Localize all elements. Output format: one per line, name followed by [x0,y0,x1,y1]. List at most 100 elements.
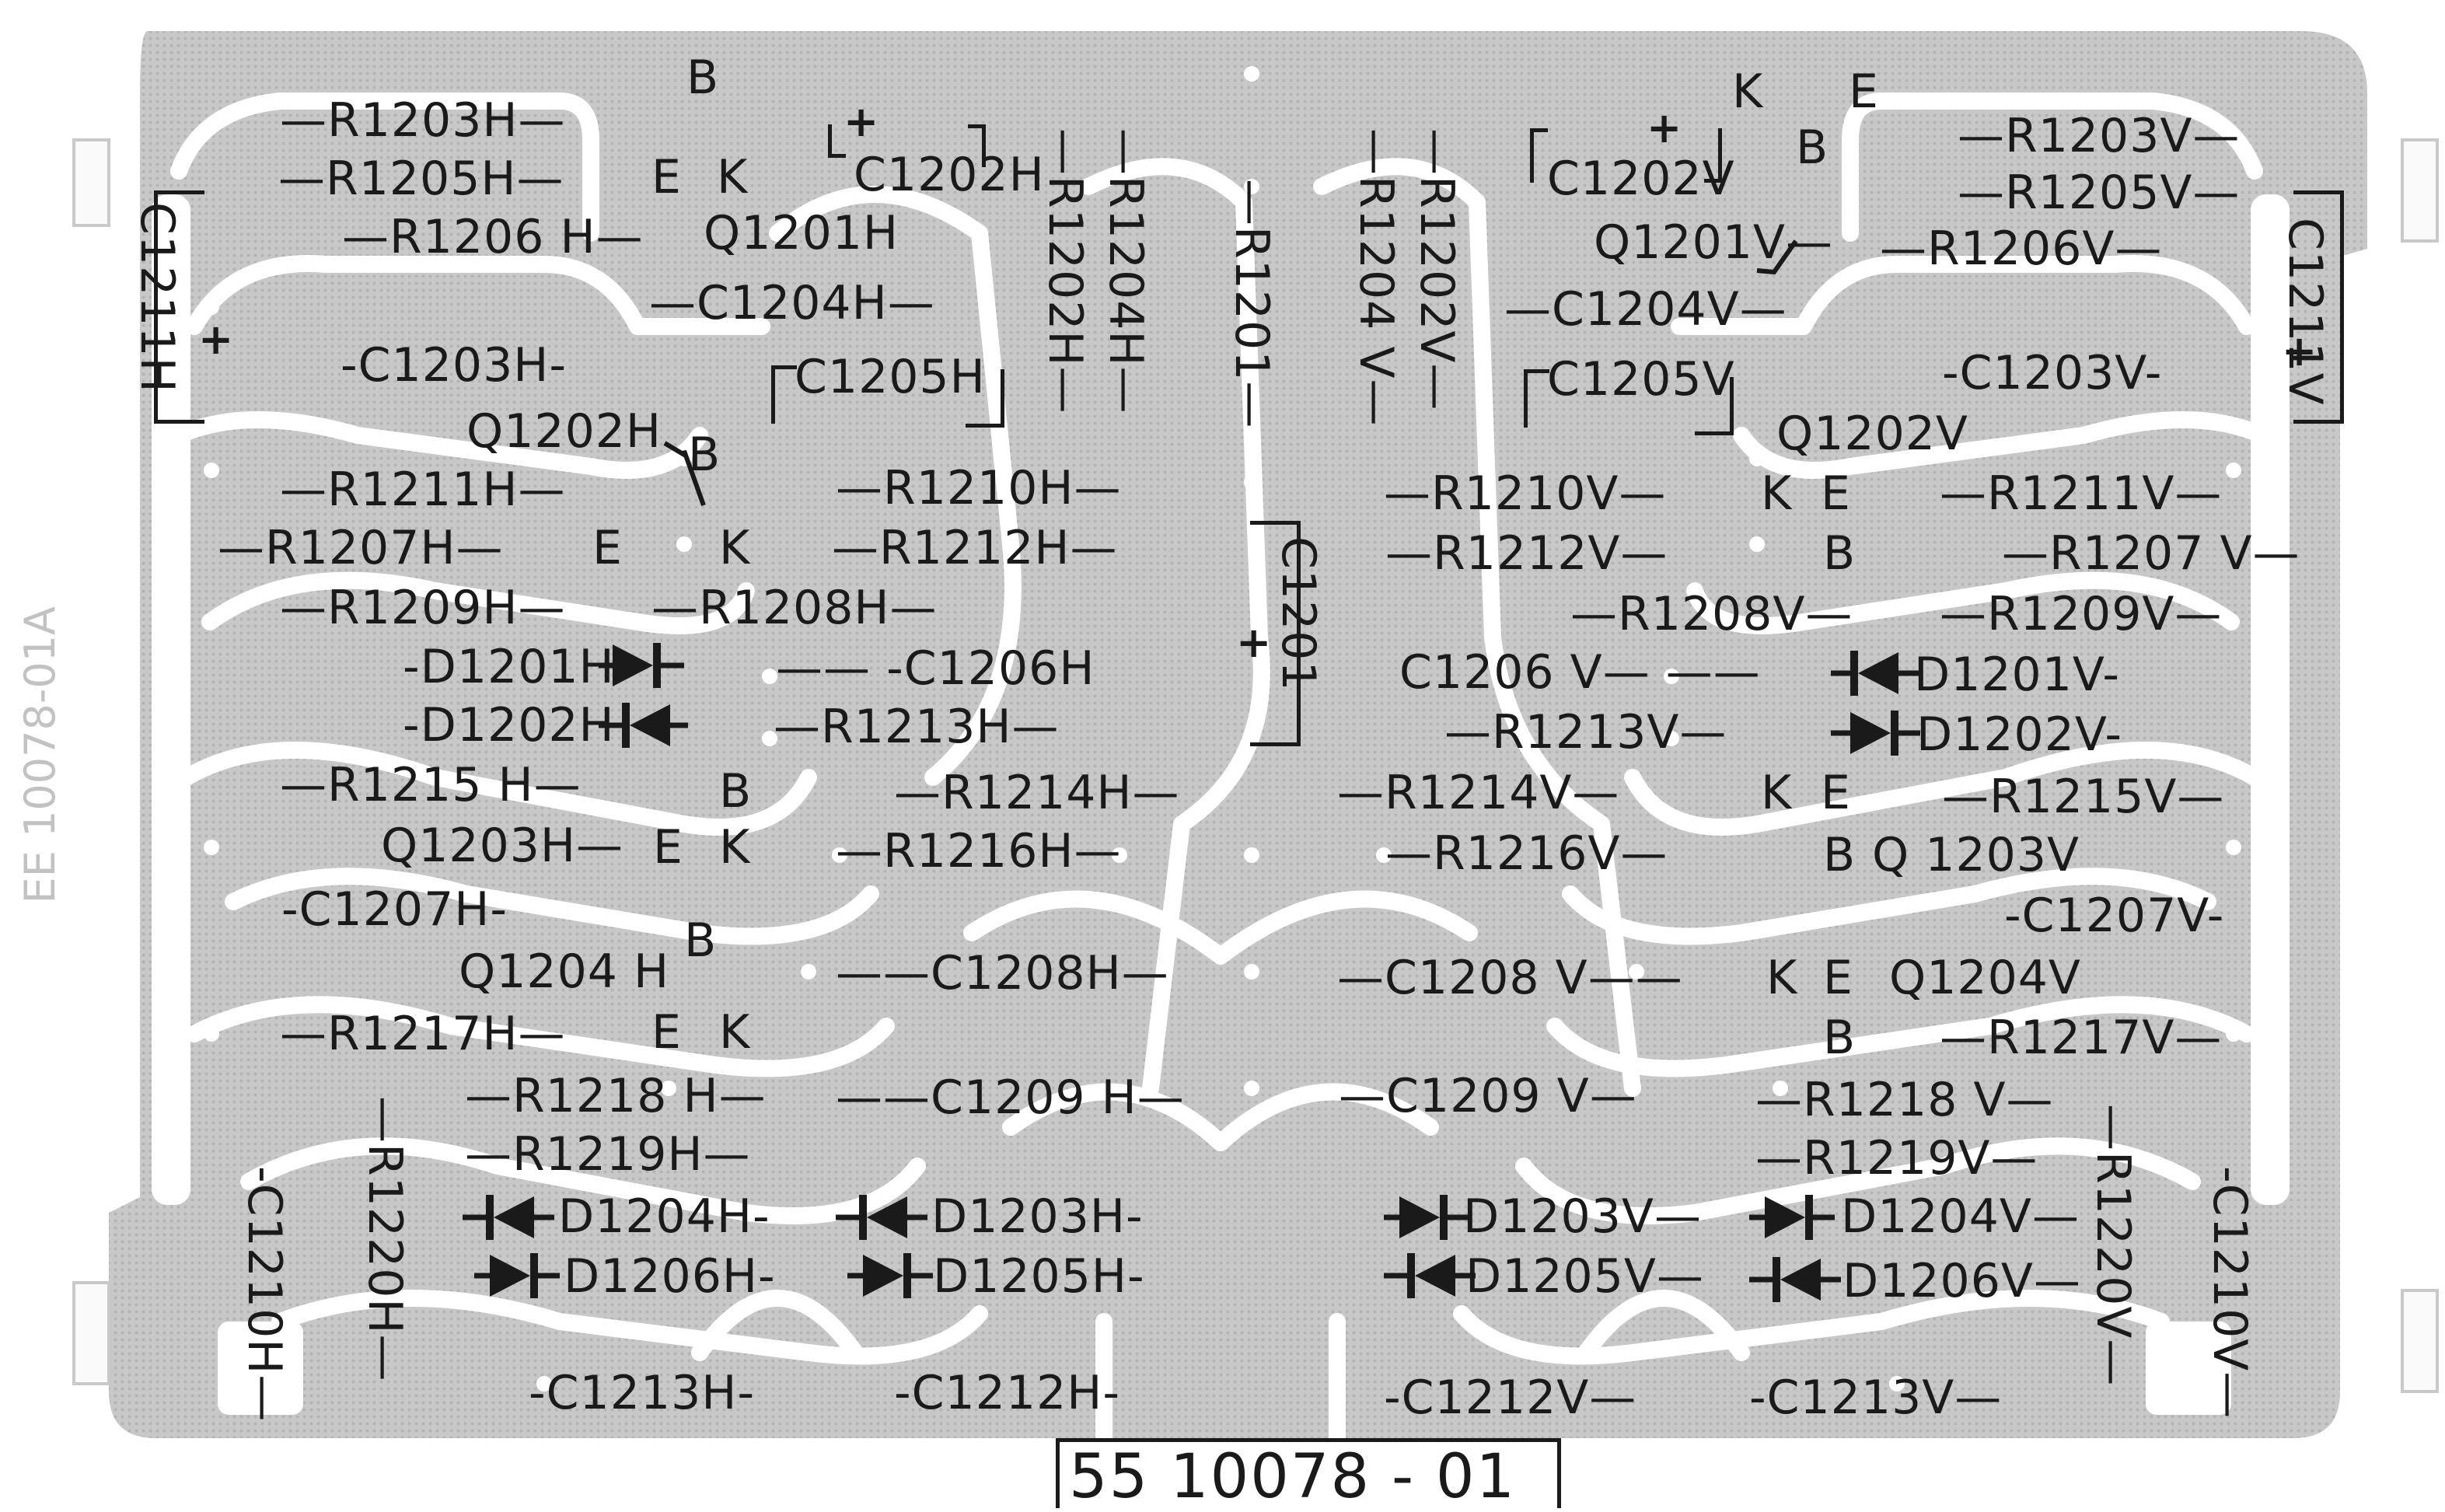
label-r1206h: —R1206 H— [342,210,644,264]
diode-d1204v [1749,1195,1835,1240]
label-r1217h: —R1217H— [280,1007,566,1061]
diode-d1203v [1384,1195,1469,1240]
label-r1205h: —R1205H— [278,152,564,206]
pin-e-q1203v: E [1821,766,1850,820]
label-r1203v: —R1203V— [1958,109,2241,163]
c1201-outline [1250,521,1301,746]
label-c1210v: -C1210V— [2202,1166,2257,1419]
c1202h-outline [828,124,846,158]
label-r1218v: —R1218 V— [1755,1073,2054,1127]
label-r1214h: —R1214H— [894,766,1180,820]
label-c1211h: C1211H [130,202,184,393]
c1205h-outline [771,365,797,424]
label-d1203h: D1203H- [931,1189,1144,1244]
label-c1205h: C1205H [795,350,986,404]
label-d1204v: D1204V— [1841,1189,2080,1244]
label-c1203h: -C1203H- [341,338,568,393]
label-c1208v: —C1208 V—— [1337,951,1683,1005]
c1202h-plus: + [844,97,879,146]
label-r1215v: —R1215V— [1942,770,2225,824]
label-r1214v: —R1214V— [1337,766,1620,820]
leader-lines [663,239,1798,507]
label-r1218h: —R1218 H— [465,1069,767,1123]
label-r1216h: —R1216H— [836,824,1122,878]
diode-d1205h [847,1253,933,1298]
pin-e-q1202v: E [1821,466,1850,521]
label-c1204h: —C1204H— [649,276,935,330]
label-r1212h: —R1212H— [832,521,1118,575]
label-c1203v: -C1203V- [1942,346,2163,400]
label-d1203v: D1203V— [1463,1189,1702,1244]
label-r1202v: —R1202V— [1409,128,1464,411]
pin-k-q1204h: K [719,1005,750,1060]
diode-d1204h [463,1195,554,1240]
label-c1213h: -C1213H- [529,1366,756,1420]
label-r1206v: —R1206V— [1880,222,2163,276]
label-c1206v: C1206 V— —— [1399,645,1761,700]
label-r1209v: —R1209V— [1940,587,2223,641]
label-d1201h: -D1201H- [403,640,633,694]
label-d1201v: D1201V- [1914,648,2121,702]
pin-b-q1204v: B [1823,1011,1856,1065]
label-c1202v: C1202V [1547,152,1735,206]
label-r1204h: —R1204H— [1099,128,1153,414]
pin-k-q1201v: K [1732,65,1763,119]
label-d1205v: D1205V— [1465,1249,1704,1304]
label-c1207h: -C1207H- [281,882,508,937]
solder-pads [204,66,2241,1392]
diode-d1202v [1831,711,1920,756]
c1205v-outline-right [1695,377,1734,435]
label-r1205v: —R1205V— [1958,166,2241,220]
label-r1202h: —R1202H— [1038,128,1092,414]
label-r1209h: —R1209H— [280,581,566,635]
label-q1203h: Q1203H— [381,819,624,873]
label-q1203v: Q 1203V [1872,828,2080,882]
diode-d1203h [836,1195,927,1240]
label-c1202h: C1202H [854,148,1045,202]
label-c1207v: -C1207V- [2004,889,2225,943]
label-c1208h: ——C1208H— [836,946,1169,1000]
pin-b-q1201h: B [686,51,719,105]
label-c1206h: —— -C1206H [776,641,1095,696]
label-r1216v: —R1216V— [1385,826,1668,881]
diode-d1205v [1384,1253,1476,1298]
pin-k-q1202h: K [719,521,750,575]
label-r1203h: —R1203H— [280,93,566,148]
label-r1208h: —R1208H— [651,581,938,635]
label-r1213h: —R1213H— [774,700,1060,754]
label-c1204v: —C1204V— [1504,282,1787,337]
c1205v-outline [1524,369,1549,428]
c1201-plus: + [1236,618,1272,667]
pin-e-q1202h: E [592,521,622,575]
label-q1204v: Q1204V [1889,951,2081,1005]
label-r1220h: —R1220H— [358,1096,412,1382]
label-c1211v: C1211V [2278,218,2332,406]
label-d1205h: D1205H- [933,1249,1145,1304]
diode-d1201v [1831,651,1920,696]
label-r1215h: —R1215 H— [280,758,582,812]
pin-k-q1203h: K [719,820,750,875]
label-q1202h: Q1202H [466,404,662,459]
pin-b-q1202h: B [688,428,721,482]
c1211h-outline [154,190,204,424]
label-c1210h: -C1210H— [237,1166,292,1423]
label-q1201v: Q1201V— [1594,215,1833,270]
label-c1212v: -C1212V— [1384,1371,1637,1425]
label-r1210h: —R1210H— [836,461,1122,515]
pin-b-q1202v: B [1823,526,1856,581]
pin-b-q1201v: B [1796,120,1829,175]
label-q1204h: Q1204 H [459,945,670,999]
pin-b-q1203v: B [1823,828,1856,882]
label-r1219v: —R1219V— [1755,1131,2038,1186]
mounting-tabs [72,138,2439,1393]
diode-d1201h [599,643,684,688]
pin-b-q1204h: B [684,913,717,968]
cutouts [152,194,2290,1415]
label-d1202v: D1202V- [1916,707,2123,762]
pin-e-q1201v: E [1849,65,1878,119]
part-number: 55 10078 - 01 [1056,1438,1561,1512]
label-r1211v: —R1211V— [1940,466,2223,521]
isolation-channels [170,93,2271,1447]
label-d1206h: D1206H- [564,1249,776,1304]
